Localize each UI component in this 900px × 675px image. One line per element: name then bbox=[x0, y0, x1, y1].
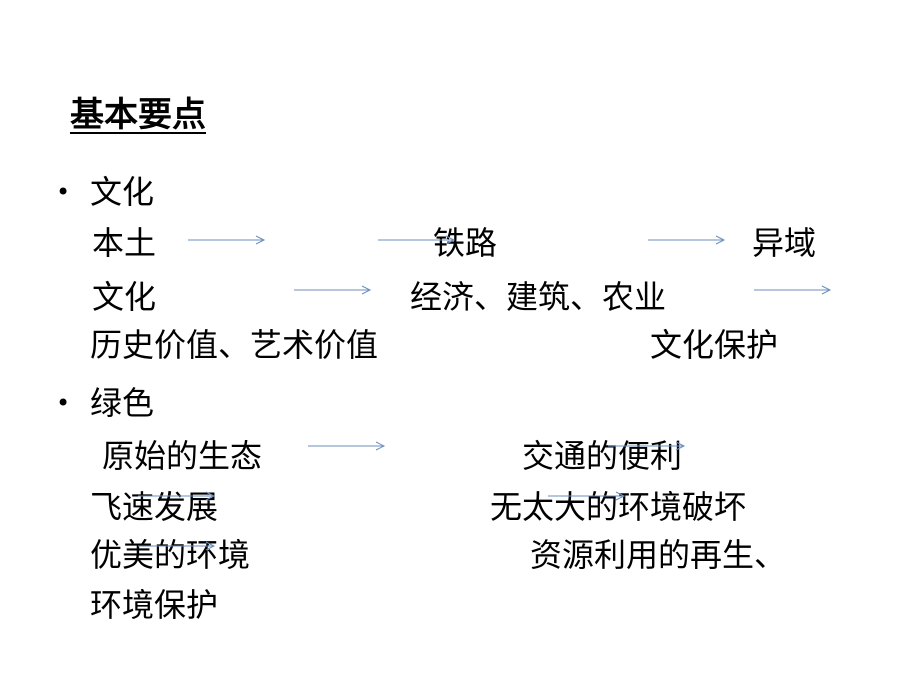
green-recycling: 资源利用的再生、 bbox=[530, 536, 787, 574]
arrow-icon bbox=[378, 235, 456, 245]
green-development: 飞速发展 bbox=[90, 488, 219, 526]
arrow-icon bbox=[294, 285, 372, 295]
culture-economy: 经济、建筑、农业 bbox=[410, 278, 667, 316]
green-env-protection: 环境保护 bbox=[90, 586, 219, 624]
green-ecology: 原始的生态 bbox=[102, 437, 263, 475]
arrow-icon bbox=[648, 235, 726, 245]
bullet-dot-green: • bbox=[56, 389, 71, 417]
arrow-icon bbox=[548, 491, 626, 501]
green-no-damage: 无太大的环境破坏 bbox=[490, 488, 747, 526]
arrow-icon bbox=[138, 491, 216, 501]
bullet-dot-culture: • bbox=[56, 178, 71, 206]
slide-title: 基本要点 bbox=[70, 95, 206, 135]
arrow-icon bbox=[754, 285, 832, 295]
arrow-icon bbox=[138, 541, 216, 551]
culture-culture: 文化 bbox=[92, 278, 157, 316]
green-transport: 交通的便利 bbox=[522, 437, 683, 475]
green-heading: 绿色 bbox=[90, 384, 155, 422]
culture-heading: 文化 bbox=[90, 173, 155, 211]
culture-local: 本土 bbox=[92, 224, 157, 262]
culture-value: 历史价值、艺术价值 bbox=[90, 326, 379, 364]
culture-protection: 文化保护 bbox=[650, 326, 779, 364]
arrow-icon bbox=[188, 235, 266, 245]
culture-railway: 铁路 bbox=[433, 224, 498, 262]
arrow-icon bbox=[308, 441, 386, 451]
arrow-icon bbox=[608, 441, 686, 451]
green-environment: 优美的环境 bbox=[90, 536, 251, 574]
culture-foreign: 异域 bbox=[752, 224, 817, 262]
